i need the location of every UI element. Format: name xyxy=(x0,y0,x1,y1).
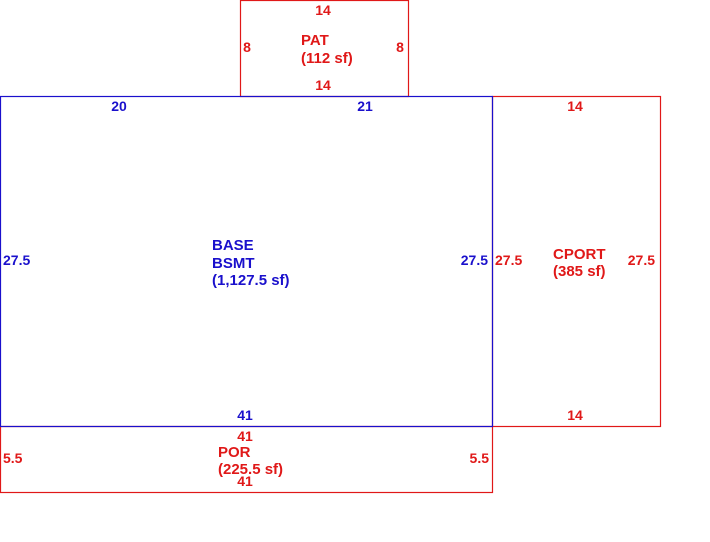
patio-area-sf: (112 sf) xyxy=(301,50,353,67)
base-outline xyxy=(0,95,494,428)
porch-area-sf: (225.5 sf) xyxy=(218,461,283,478)
porch-dim-bottom: 41 xyxy=(237,473,253,489)
base-dim-right: 27.5 xyxy=(461,252,488,268)
porch-area: 41 5.5 5.5 POR (225.5 sf) 41 xyxy=(0,425,494,494)
base-area-sf: (1,127.5 sf) xyxy=(212,272,290,289)
base-area: 20 21 27.5 27.5 BASE BSMT (1,127.5 sf) 4… xyxy=(0,95,494,428)
porch-dim-left: 5.5 xyxy=(3,450,23,466)
porch-dim-top: 41 xyxy=(237,428,253,444)
carport-dim-top: 14 xyxy=(567,98,583,114)
base-code: BASE xyxy=(212,237,254,254)
carport-area-sf: (385 sf) xyxy=(553,263,606,280)
carport-dim-left: 27.5 xyxy=(495,252,522,268)
patio-dim-top: 14 xyxy=(315,2,331,18)
base-dim-left: 27.5 xyxy=(3,252,30,268)
base-dim-bottom: 41 xyxy=(237,407,253,423)
porch-code: POR xyxy=(218,444,251,461)
base-dim-top-left: 20 xyxy=(111,98,127,114)
carport-area: 14 27.5 27.5 CPORT (385 sf) 14 xyxy=(491,95,662,428)
base-subcode: BSMT xyxy=(212,255,255,272)
patio-area: 14 8 8 PAT (112 sf) 14 xyxy=(239,0,410,98)
carport-code: CPORT xyxy=(553,246,606,263)
porch-dim-right: 5.5 xyxy=(470,450,490,466)
carport-dim-bottom: 14 xyxy=(567,407,583,423)
carport-dim-right: 27.5 xyxy=(628,252,655,268)
patio-dim-right: 8 xyxy=(396,39,404,55)
base-dim-top-right: 21 xyxy=(357,98,373,114)
patio-code: PAT xyxy=(301,32,329,49)
patio-dim-bottom: 14 xyxy=(315,77,331,93)
patio-dim-left: 8 xyxy=(243,39,251,55)
